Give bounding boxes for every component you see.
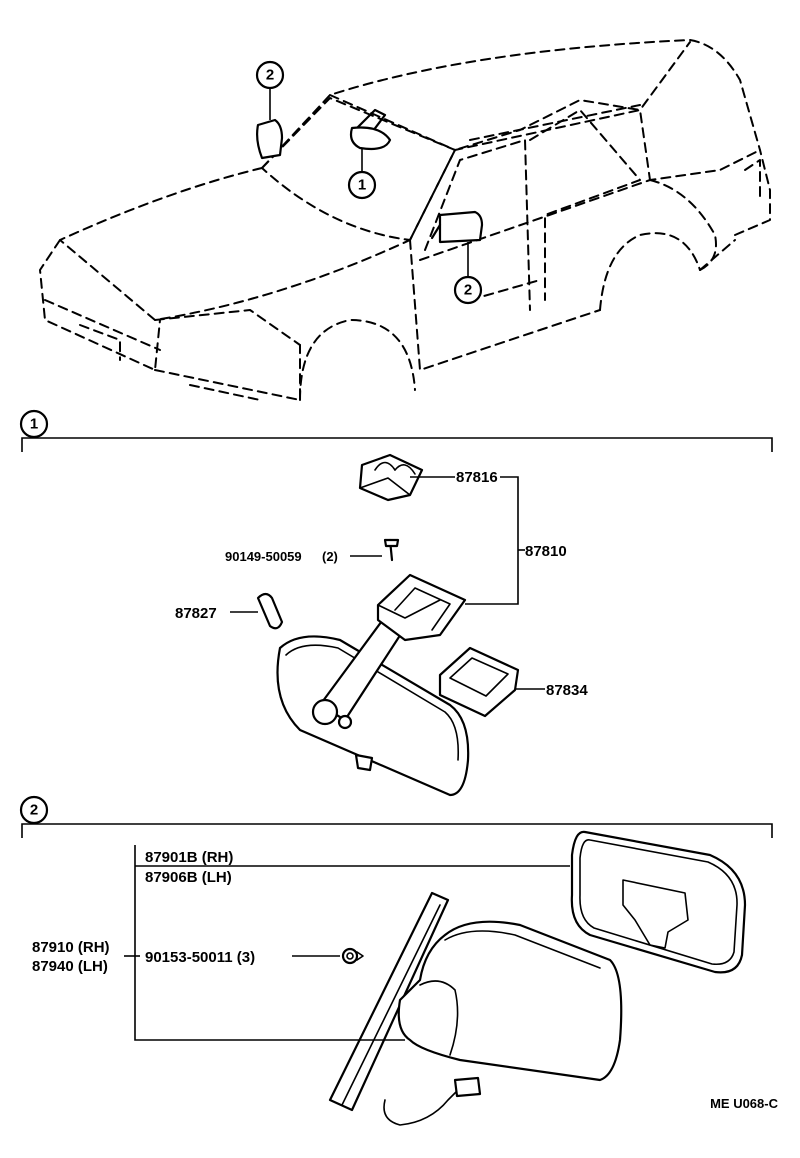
label-87910: 87910 (RH): [32, 939, 110, 956]
label-87906B: 87906B (LH): [145, 869, 232, 886]
overview-callout-2b: 2: [453, 275, 483, 305]
section-1-frame: 1: [19, 409, 773, 452]
diagram-code: ME U068-C: [710, 1096, 779, 1111]
screw-90149: [383, 538, 400, 562]
outer-mirror-assembly: [328, 891, 623, 1126]
callout-number: 1: [358, 177, 366, 194]
label-87940: 87940 (LH): [32, 958, 108, 975]
inner-mirror-location: [349, 108, 392, 172]
screw-90153: [341, 947, 364, 965]
label-87816: 87816: [456, 469, 498, 486]
mirror-glass-87901B: [570, 830, 747, 974]
label-87827: 87827: [175, 605, 217, 622]
label-90149: 90149-50059: [225, 549, 302, 564]
door-mirror-location: [430, 210, 484, 276]
left-mirror-location: [256, 88, 284, 160]
label-87834: 87834: [546, 682, 588, 699]
overview-callout-2a: 2: [255, 60, 285, 90]
holder-87834: [438, 646, 520, 718]
inner-mirror-assembly: [276, 573, 470, 797]
cover-87827: [256, 592, 284, 630]
overview-callout-1: 1: [347, 170, 377, 200]
callout-number: 2: [266, 67, 274, 84]
section-1-number: 1: [30, 416, 38, 433]
bracket-87816: [358, 453, 424, 502]
label-90149-qty: (2): [322, 549, 338, 564]
vehicle-outline: [39, 39, 771, 401]
label-87810: 87810: [525, 543, 567, 560]
callout-number: 2: [464, 282, 472, 299]
section-2-number: 2: [30, 802, 38, 819]
label-87901B: 87901B (RH): [145, 849, 233, 866]
section-2-frame: 2: [19, 795, 773, 838]
label-90153: 90153-50011 (3): [145, 949, 255, 966]
